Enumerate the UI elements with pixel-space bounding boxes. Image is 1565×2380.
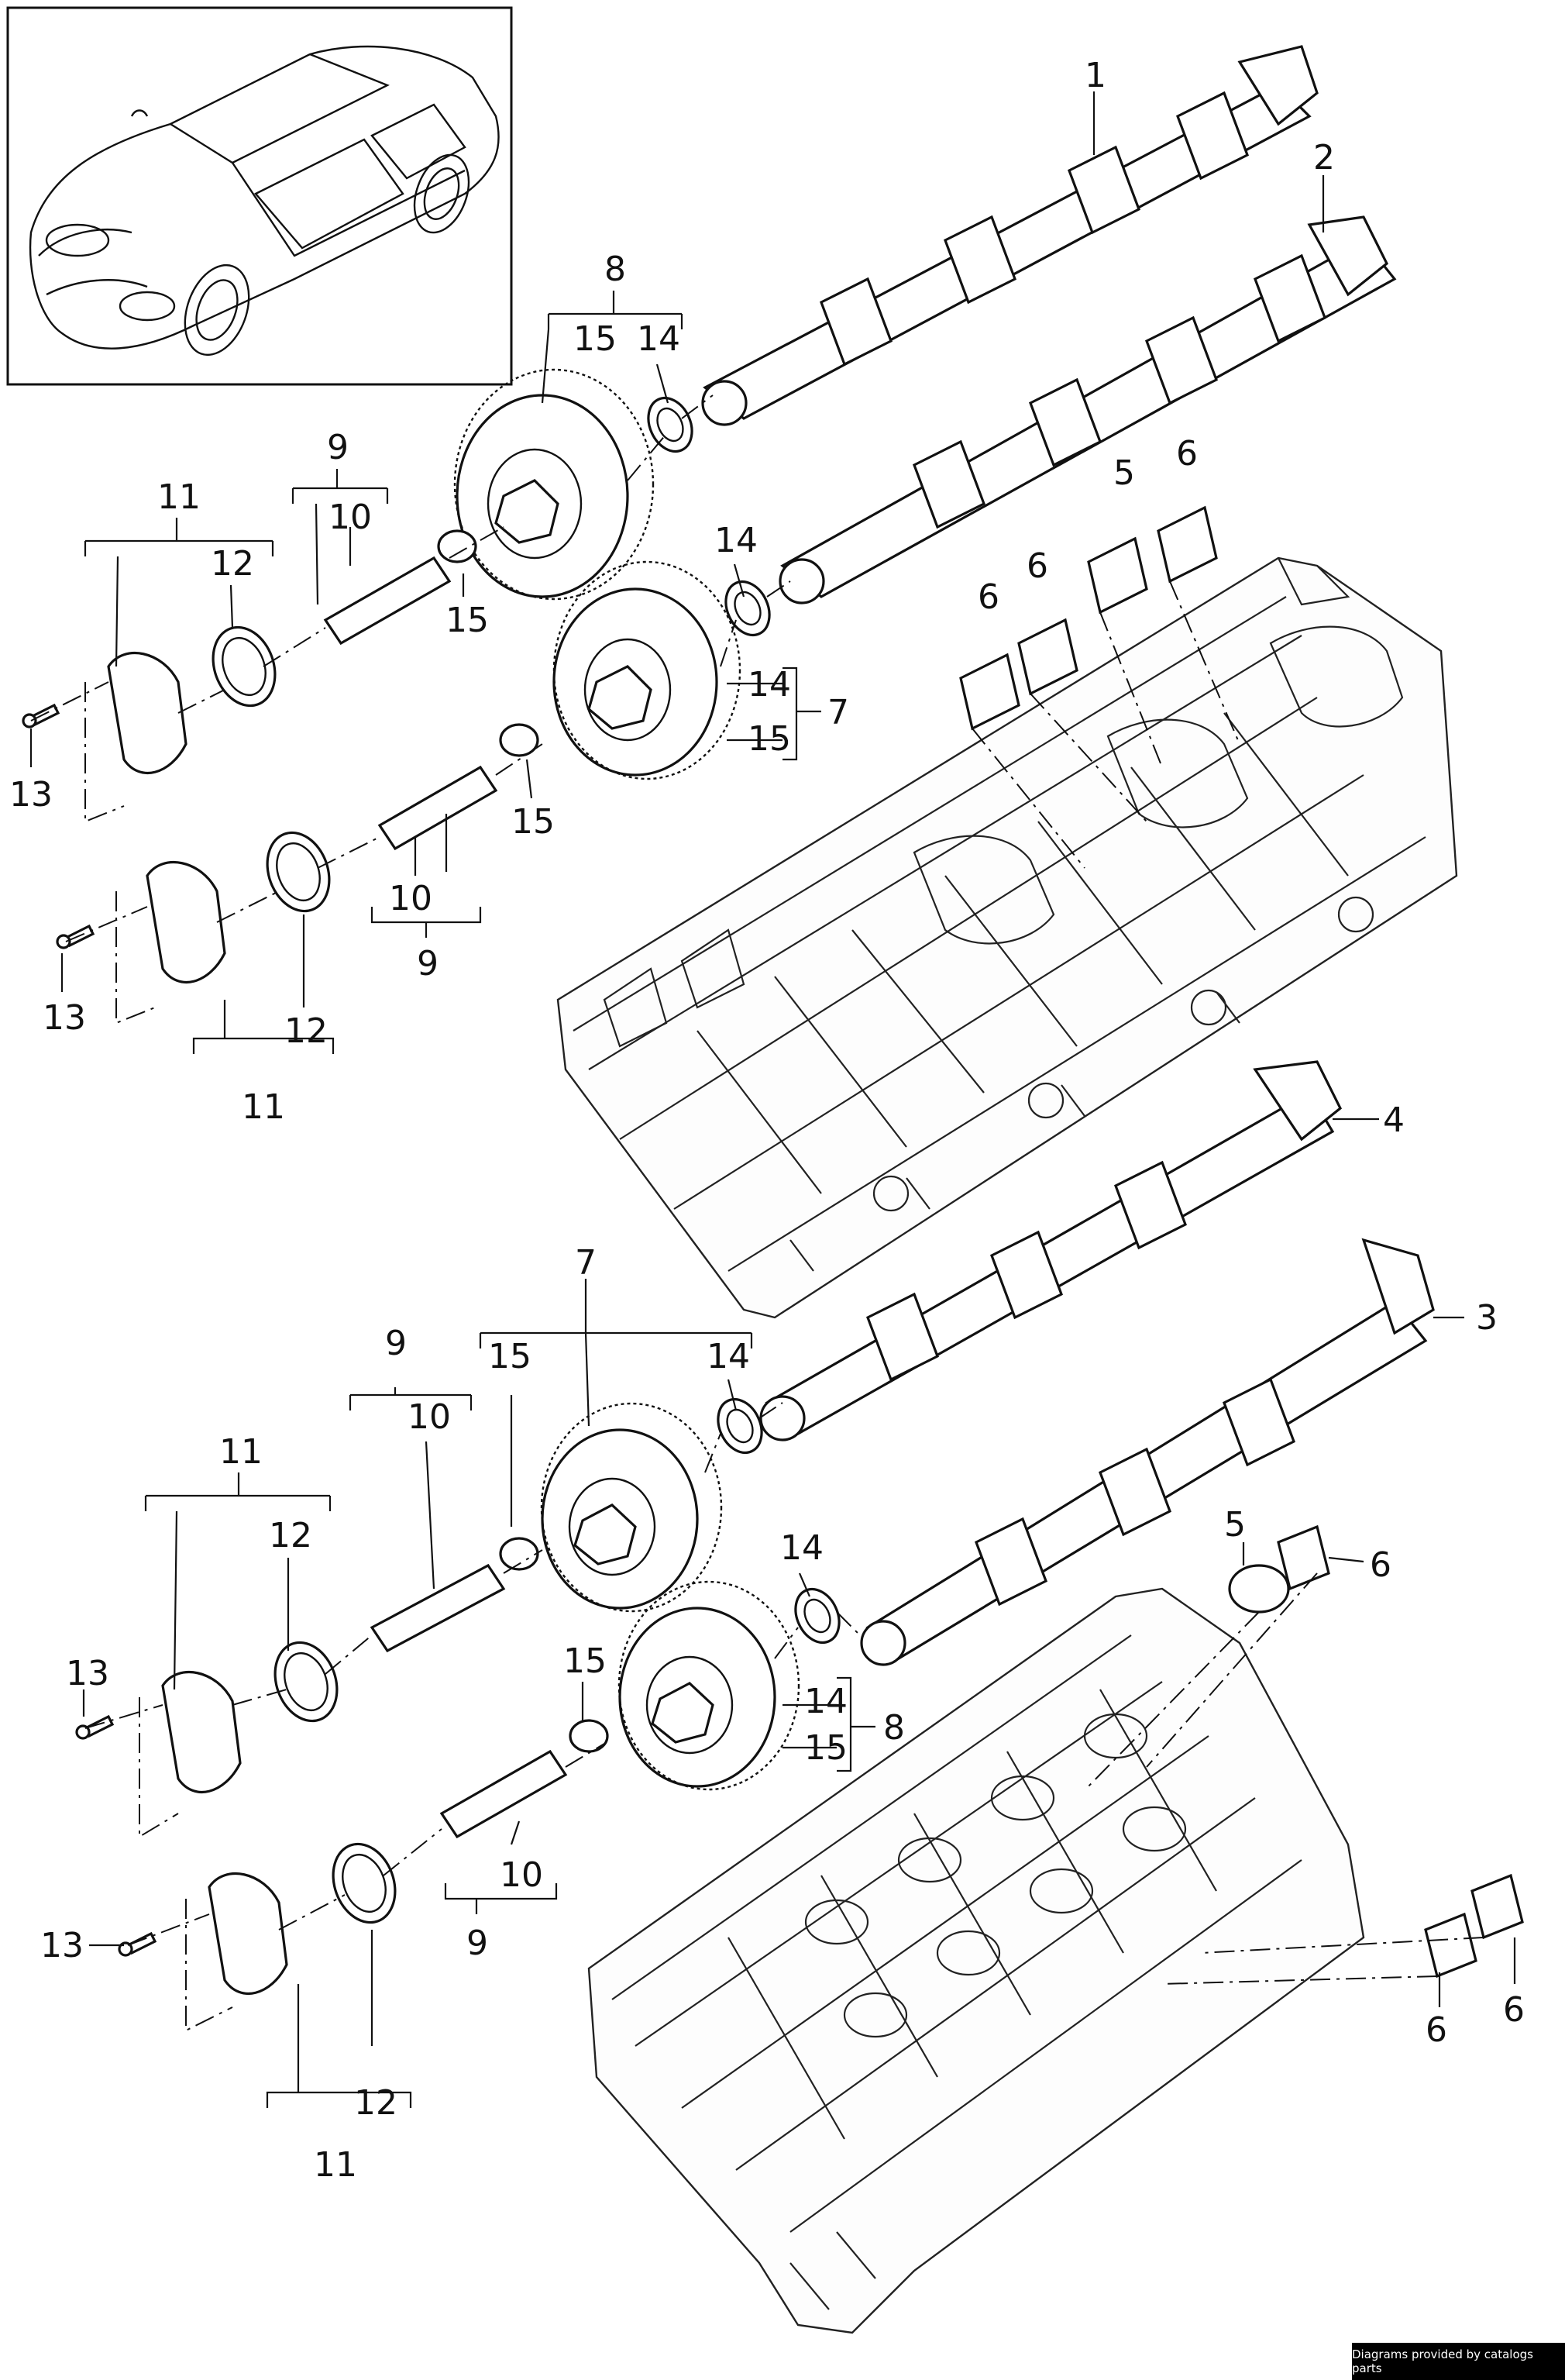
callout-14: 14 bbox=[780, 1528, 824, 1568]
callout-6: 6 bbox=[1426, 2010, 1447, 2050]
callout-5: 5 bbox=[1224, 1505, 1246, 1545]
callout-12: 12 bbox=[269, 1516, 312, 1555]
callout-14: 14 bbox=[707, 1337, 750, 1376]
callout-11: 11 bbox=[219, 1432, 263, 1472]
callout-15: 15 bbox=[511, 802, 555, 842]
callout-15: 15 bbox=[748, 719, 791, 759]
camshaft-adjuster-lower-7 bbox=[540, 1402, 723, 1613]
callout-9: 9 bbox=[466, 1924, 488, 1963]
callout-9: 9 bbox=[327, 428, 349, 467]
callout-1: 1 bbox=[1085, 56, 1106, 95]
callout-labels: 1 2 3 4 5 5 6 6 6 6 6 6 7 7 8 8 9 9 9 9 … bbox=[9, 56, 1525, 2185]
car-thumbnail-icon bbox=[6, 6, 513, 386]
callout-4: 4 bbox=[1383, 1100, 1405, 1140]
callout-13: 13 bbox=[9, 775, 53, 815]
callout-15: 15 bbox=[488, 1337, 531, 1376]
leader-lines bbox=[29, 91, 1516, 2108]
callout-11: 11 bbox=[157, 477, 201, 517]
callout-13: 13 bbox=[66, 1654, 109, 1693]
lower-cylinder-head bbox=[587, 1587, 1365, 2334]
camshaft-4 bbox=[759, 1060, 1343, 1441]
callout-13: 13 bbox=[40, 1926, 84, 1965]
callout-6: 6 bbox=[1503, 1990, 1525, 2030]
callout-6: 6 bbox=[1027, 546, 1048, 586]
camshaft-adjuster-upper-8 bbox=[453, 368, 655, 601]
callout-14: 14 bbox=[637, 319, 680, 359]
bushings-15 bbox=[437, 529, 609, 1753]
washers-14 bbox=[647, 396, 841, 1645]
callout-7: 7 bbox=[575, 1243, 597, 1283]
callout-8: 8 bbox=[883, 1708, 905, 1748]
upper-cylinder-head bbox=[556, 556, 1458, 1319]
central-valves-10 bbox=[323, 556, 568, 1839]
callout-5: 5 bbox=[1113, 453, 1135, 493]
camshaft-adjuster-upper-7 bbox=[552, 560, 741, 780]
callout-6: 6 bbox=[978, 577, 999, 617]
callout-7: 7 bbox=[827, 693, 849, 732]
callout-10: 10 bbox=[500, 1855, 543, 1895]
camshaft-adjuster-lower-8 bbox=[617, 1580, 800, 1791]
callout-11: 11 bbox=[242, 1087, 285, 1127]
callout-10: 10 bbox=[389, 879, 432, 918]
callout-2: 2 bbox=[1313, 138, 1335, 177]
callout-15: 15 bbox=[804, 1728, 848, 1768]
callout-8: 8 bbox=[604, 250, 626, 289]
callout-9: 9 bbox=[417, 944, 439, 983]
tappets bbox=[959, 505, 1524, 1979]
callout-15: 15 bbox=[573, 319, 617, 359]
callout-14: 14 bbox=[804, 1682, 848, 1721]
callout-14: 14 bbox=[748, 665, 791, 704]
callout-6: 6 bbox=[1370, 1545, 1391, 1585]
callout-14: 14 bbox=[714, 521, 758, 560]
callout-3: 3 bbox=[1476, 1298, 1498, 1338]
camshaft-3 bbox=[860, 1238, 1435, 1666]
camshaft-2 bbox=[779, 215, 1397, 604]
camshaft-1 bbox=[701, 45, 1319, 426]
bolts-13 bbox=[22, 703, 157, 1957]
callout-12: 12 bbox=[284, 1011, 328, 1051]
callout-12: 12 bbox=[211, 544, 254, 584]
callout-10: 10 bbox=[328, 498, 372, 537]
assembly-axes bbox=[30, 394, 1484, 2032]
callout-15: 15 bbox=[445, 601, 489, 640]
callout-13: 13 bbox=[43, 998, 86, 1038]
callout-15: 15 bbox=[563, 1641, 607, 1681]
callout-11: 11 bbox=[314, 2145, 357, 2185]
covers-11 bbox=[107, 652, 288, 1995]
callout-9: 9 bbox=[385, 1324, 407, 1363]
callout-6: 6 bbox=[1176, 434, 1198, 474]
callout-12: 12 bbox=[354, 2083, 397, 2123]
footer-credit: Diagrams provided by catalogs parts bbox=[1352, 2343, 1565, 2380]
callout-10: 10 bbox=[408, 1397, 451, 1437]
sealing-rings-12 bbox=[212, 625, 397, 1924]
